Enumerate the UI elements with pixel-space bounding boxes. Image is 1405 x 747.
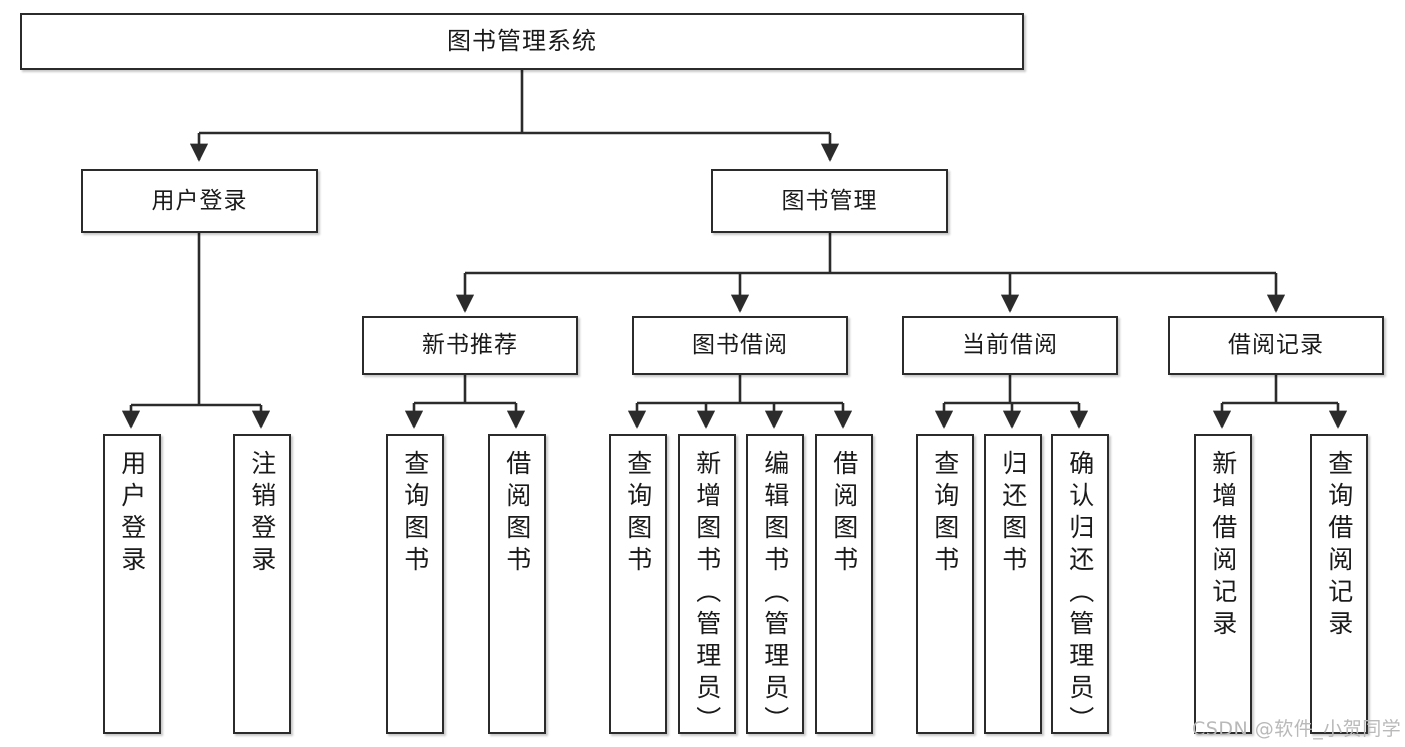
node-user-login-label: 用户登录 (151, 187, 248, 214)
leaf-query-book-recommend-label: 查询图书 (400, 450, 430, 578)
leaf-add-book-admin[interactable]: 新增图书（管理员） (678, 434, 736, 738)
leaf-confirm-return-admin[interactable]: 确认归还（管理员） (1051, 434, 1109, 738)
node-new-book-recommend-label: 新书推荐 (422, 332, 518, 359)
leaf-query-borrow-record[interactable]: 查询借阅记录 (1310, 434, 1368, 734)
node-book-management[interactable]: 图书管理 (711, 169, 948, 233)
leaf-edit-book-admin-label: 编辑图书（管理员） (760, 450, 790, 738)
leaf-add-book-admin-label: 新增图书（管理员） (692, 450, 722, 738)
leaf-logout-label: 注销登录 (247, 450, 277, 578)
node-current-borrow[interactable]: 当前借阅 (902, 316, 1118, 375)
leaf-user-login[interactable]: 用户登录 (103, 434, 161, 734)
leaf-query-book-current[interactable]: 查询图书 (916, 434, 974, 734)
leaf-edit-book-admin[interactable]: 编辑图书（管理员） (746, 434, 804, 738)
leaf-borrow-book-recommend-label: 借阅图书 (502, 450, 532, 578)
leaf-query-book-recommend[interactable]: 查询图书 (386, 434, 444, 734)
leaf-logout[interactable]: 注销登录 (233, 434, 291, 734)
leaf-add-borrow-record-label: 新增借阅记录 (1208, 450, 1238, 642)
leaf-borrow-book-label: 借阅图书 (829, 450, 859, 578)
leaf-return-book[interactable]: 归还图书 (984, 434, 1042, 734)
leaf-add-borrow-record[interactable]: 新增借阅记录 (1194, 434, 1252, 734)
node-borrow-records[interactable]: 借阅记录 (1168, 316, 1384, 375)
node-current-borrow-label: 当前借阅 (962, 332, 1058, 359)
leaf-user-login-label: 用户登录 (117, 450, 147, 578)
leaf-query-book-borrow-label: 查询图书 (623, 450, 653, 578)
node-root[interactable]: 图书管理系统 (20, 13, 1024, 70)
node-user-login[interactable]: 用户登录 (81, 169, 318, 233)
node-book-management-label: 图书管理 (781, 187, 878, 214)
node-borrow-records-label: 借阅记录 (1228, 332, 1324, 359)
node-book-borrow-label: 图书借阅 (692, 332, 788, 359)
leaf-query-borrow-record-label: 查询借阅记录 (1324, 450, 1354, 642)
node-root-label: 图书管理系统 (447, 26, 597, 55)
leaf-return-book-label: 归还图书 (998, 450, 1028, 578)
leaf-query-book-borrow[interactable]: 查询图书 (609, 434, 667, 734)
leaf-confirm-return-admin-label: 确认归还（管理员） (1065, 450, 1095, 738)
node-new-book-recommend[interactable]: 新书推荐 (362, 316, 578, 375)
node-book-borrow[interactable]: 图书借阅 (632, 316, 848, 375)
leaf-query-book-current-label: 查询图书 (930, 450, 960, 578)
leaf-borrow-book[interactable]: 借阅图书 (815, 434, 873, 734)
csdn-watermark: CSDN @软件_小贺同学 (1192, 718, 1402, 740)
leaf-borrow-book-recommend[interactable]: 借阅图书 (488, 434, 546, 734)
